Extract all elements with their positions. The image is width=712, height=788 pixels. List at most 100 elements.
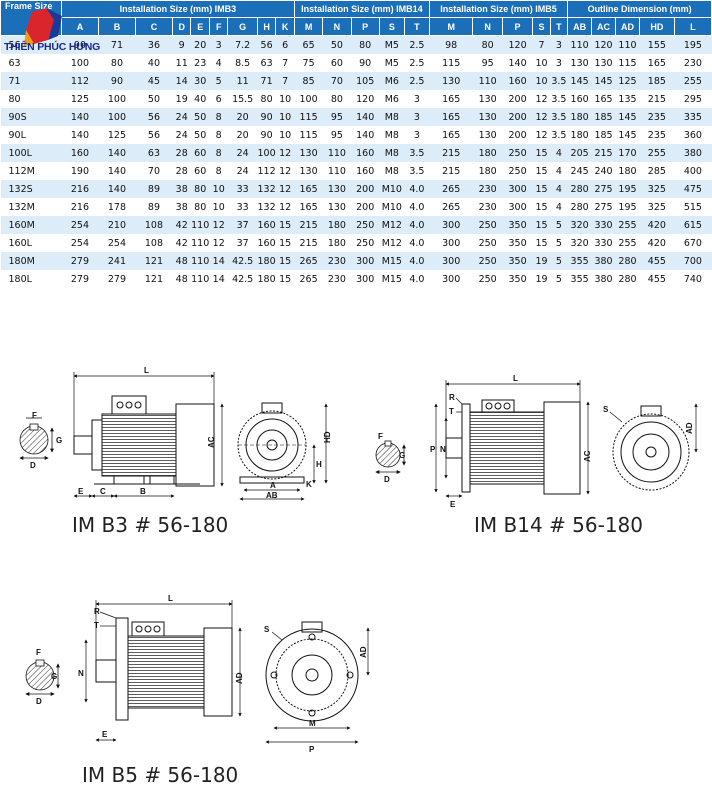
dim-ad-b5-front: AD [359,646,368,658]
dim-r-b5: R [94,607,100,616]
table-cell: 195 [615,180,640,198]
frame-size-cell: 180L [0,270,62,288]
table-cell: 241 [98,252,136,270]
table-cell: 89 [135,180,173,198]
table-cell: 115 [429,54,473,72]
table-cell: 140 [61,108,99,126]
table-cell: 205 [567,144,592,162]
table-cell: 120 [351,90,380,108]
dim-a-b3: A [270,481,276,490]
table-cell: 200 [502,90,533,108]
table-cell: 20 [190,35,210,54]
table-cell: 215 [429,144,473,162]
table-cell: 112 [257,162,276,180]
table-cell: 2.5 [404,72,430,90]
table-cell: 200 [351,180,380,198]
table-cell: 33 [227,198,258,216]
dim-k-b3: K [306,480,312,489]
column-header: N [472,17,503,36]
table-cell: 475 [674,180,712,198]
table-cell: 670 [674,234,712,252]
dim-ac-b14: AC [583,450,592,462]
table-cell: 140 [98,180,136,198]
table-cell: 380 [674,144,712,162]
table-cell: 3.5 [404,162,430,180]
dim-g-b14: G [399,451,405,460]
table-cell: 4 [550,198,568,216]
column-header: C [134,17,173,36]
b14-dimensions [434,380,590,498]
table-cell: 110 [190,234,210,252]
table-cell: 9 [172,35,191,54]
column-header: B [97,17,136,36]
table-cell: 42.5 [227,252,258,270]
dim-p-b5: P [309,745,315,754]
table-cell: 110 [322,144,352,162]
dim-n-b14: N [440,445,446,454]
table-cell: 330 [591,234,616,252]
table-cell: 70 [135,162,173,180]
table-cell: 130 [567,54,592,72]
table-cell: 110 [322,162,352,180]
table-cell: 42 [172,234,191,252]
dim-c-b3: C [100,487,106,496]
table-cell: 515 [674,198,712,216]
table-cell: 10 [209,180,228,198]
table-cell: 28 [172,162,191,180]
table-cell: 350 [502,216,533,234]
column-header: M [428,17,474,36]
table-cell: 7 [532,35,551,54]
table-cell: 320 [567,234,592,252]
table-cell: 280 [567,198,592,216]
table-cell: 45 [135,72,173,90]
table-cell: M10 [379,198,405,216]
table-cell: 3.5 [404,144,430,162]
logo-mark-icon [24,8,62,46]
table-cell: 160 [567,90,592,108]
table-cell: 130 [591,54,616,72]
column-header: S [378,17,405,36]
table-cell: 40 [190,90,210,108]
dim-d-b3: D [30,461,36,470]
table-cell: 5 [550,234,568,252]
table-cell: 210 [98,216,136,234]
table-cell: 15 [532,216,551,234]
dim-m-b5: M [309,719,316,728]
table-cell: 12 [275,144,295,162]
group-header-imb14: Installation Size (mm) IMB14 [293,0,430,18]
table-cell: 11 [227,72,258,90]
table-cell: 12 [532,90,551,108]
table-cell: 3.5 [550,90,568,108]
table-cell: 130 [472,108,503,126]
frame-size-cell: 180M [0,252,62,270]
dim-f-b14: F [378,432,383,441]
table-cell: 15 [532,144,551,162]
table-cell: 250 [502,162,533,180]
table-cell: 145 [567,72,592,90]
table-cell: 230 [674,54,712,72]
table-cell: 60 [190,162,210,180]
b14-shaft-end [375,440,406,474]
table-cell: 265 [294,252,323,270]
table-cell: 115 [615,54,640,72]
table-cell: 19 [532,270,551,288]
b3-dimensions [73,372,224,498]
table-cell: 19 [172,90,191,108]
dim-f-b3: F [32,411,37,420]
table-cell: 360 [674,126,712,144]
table-cell: 145 [615,126,640,144]
table-cell: 80 [351,35,380,54]
table-cell: 4 [550,162,568,180]
table-cell: M5 [379,54,405,72]
brand-logo [2,6,86,56]
dim-ad-b14: AD [685,422,694,434]
column-header: M [293,17,324,36]
column-header: P [350,17,380,36]
table-cell: 165 [429,108,473,126]
table-cell: M8 [379,144,405,162]
table-cell: 24 [172,108,191,126]
table-cell: 300 [429,216,473,234]
